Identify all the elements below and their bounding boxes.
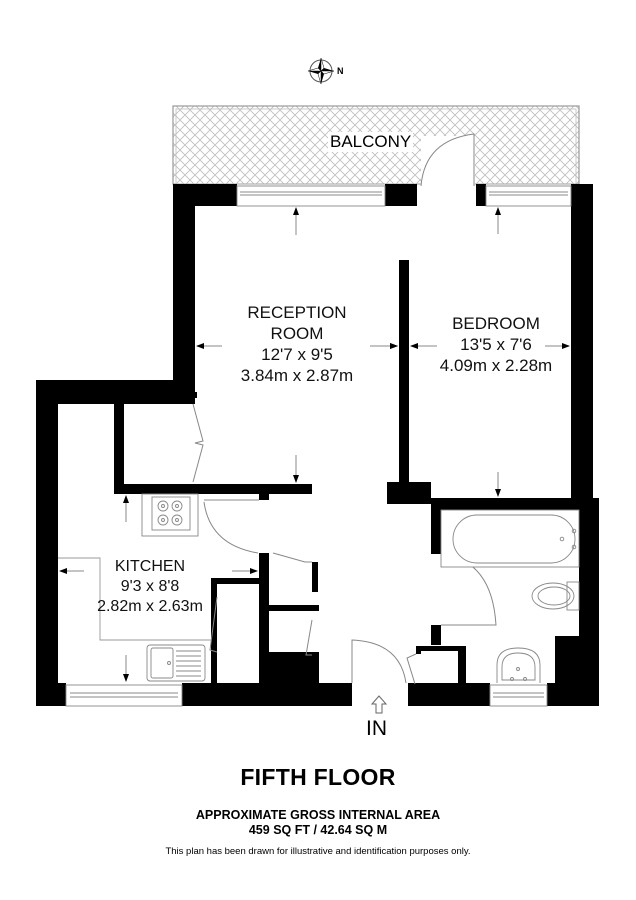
room-dimensions-imperial: 9'3 x 8'8 (120, 578, 180, 595)
balcony (172, 105, 580, 187)
room-name: KITCHEN (114, 558, 186, 575)
room-label-reception: RECEPTION ROOM 12'7 x 9'5 3.84m x 2.87m (212, 302, 382, 386)
entrance-arrow-icon (370, 695, 388, 714)
dimension-arrows (59, 207, 570, 682)
bathtub-icon (440, 509, 580, 568)
balcony-label: BALCONY (328, 132, 414, 152)
room-dimensions-imperial: 12'7 x 9'5 (261, 345, 333, 364)
room-name: RECEPTION (247, 303, 347, 322)
hob-icon (141, 493, 199, 537)
room-dimensions-imperial: 13'5 x 7'6 (460, 335, 532, 354)
room-label-kitchen: KITCHEN 9'3 x 8'8 2.82m x 2.63m (76, 557, 224, 617)
area-title: APPROXIMATE GROSS INTERNAL AREA (195, 808, 441, 822)
room-dimensions-metric: 4.09m x 2.28m (439, 356, 553, 375)
windows (65, 185, 572, 707)
room-dimensions-metric: 3.84m x 2.87m (240, 366, 354, 385)
walls (36, 184, 599, 706)
disclaimer: This plan has been drawn for illustrativ… (165, 846, 471, 857)
room-label-bedroom: BEDROOM 13'5 x 7'6 4.09m x 2.28m (414, 313, 578, 376)
toilet-icon (531, 581, 580, 611)
compass-north-label: N (337, 66, 344, 76)
area-value: 459 SQ FT / 42.64 SQ M (248, 823, 388, 837)
room-dimensions-metric: 2.82m x 2.63m (97, 598, 203, 615)
washbasin-icon (496, 647, 541, 683)
doors (192, 403, 497, 685)
entrance-label: IN (366, 717, 387, 740)
room-name-line2: ROOM (270, 324, 324, 343)
floor-title: FIFTH FLOOR (240, 764, 396, 790)
counter-outline (58, 557, 211, 641)
sink-icon (146, 644, 206, 682)
room-name: BEDROOM (452, 314, 540, 333)
compass-rose-icon (307, 57, 335, 85)
